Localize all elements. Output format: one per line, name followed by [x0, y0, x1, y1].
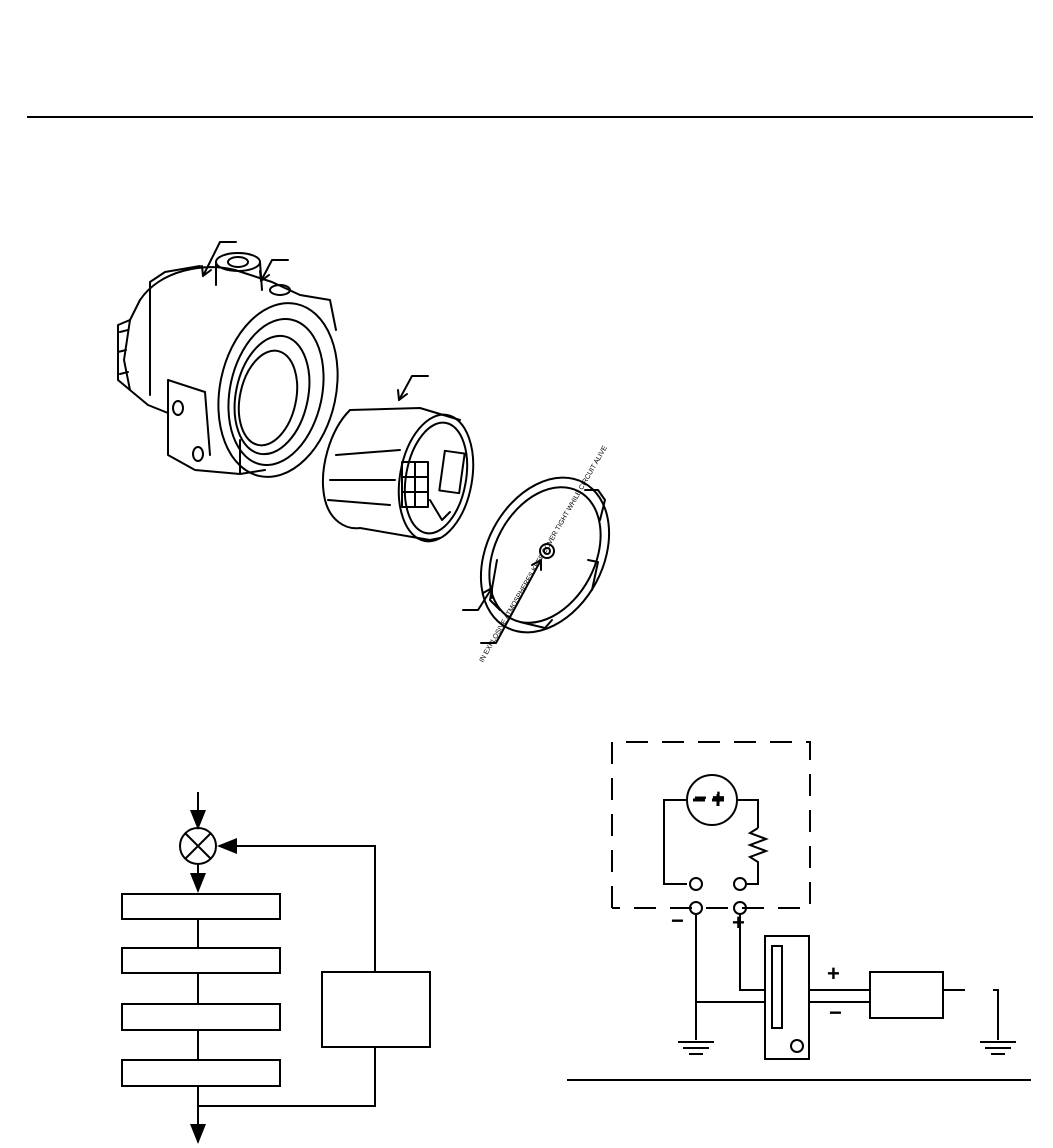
- stage-block-3: [121, 1003, 281, 1031]
- cover-leader: [462, 587, 493, 611]
- upper-plus-label: +: [712, 785, 725, 810]
- dashed-enclosure: [611, 741, 811, 909]
- stage-block-1: [121, 893, 281, 920]
- feedback-path-out: [198, 1047, 376, 1107]
- field-minus-label: −: [671, 908, 684, 933]
- housing-leader: [202, 241, 237, 277]
- upper-minus-label: −: [694, 785, 707, 810]
- electronics-module: [322, 407, 475, 543]
- schematic-baseline-rule: [567, 1079, 1031, 1081]
- stage-block-2: [121, 947, 281, 974]
- ground-icon-left: [678, 1041, 714, 1055]
- field-plus-label: +: [732, 910, 745, 935]
- line-plus-label: +: [827, 961, 840, 986]
- screw-leader: [480, 559, 542, 644]
- module-leader: [398, 375, 429, 401]
- feedback-path-return: [217, 838, 376, 972]
- header-rule: [27, 116, 1033, 118]
- transmitter-box: [764, 935, 810, 1060]
- cover-centre-screw: [539, 543, 555, 559]
- cover: [479, 476, 611, 634]
- stage-block-4: [121, 1059, 281, 1087]
- resistor-icon: [747, 827, 769, 885]
- receiver-box: [869, 971, 944, 1019]
- ground-icon-right: [980, 1041, 1016, 1055]
- line-minus-label: −: [829, 1000, 842, 1025]
- conduit-leader: [260, 259, 289, 282]
